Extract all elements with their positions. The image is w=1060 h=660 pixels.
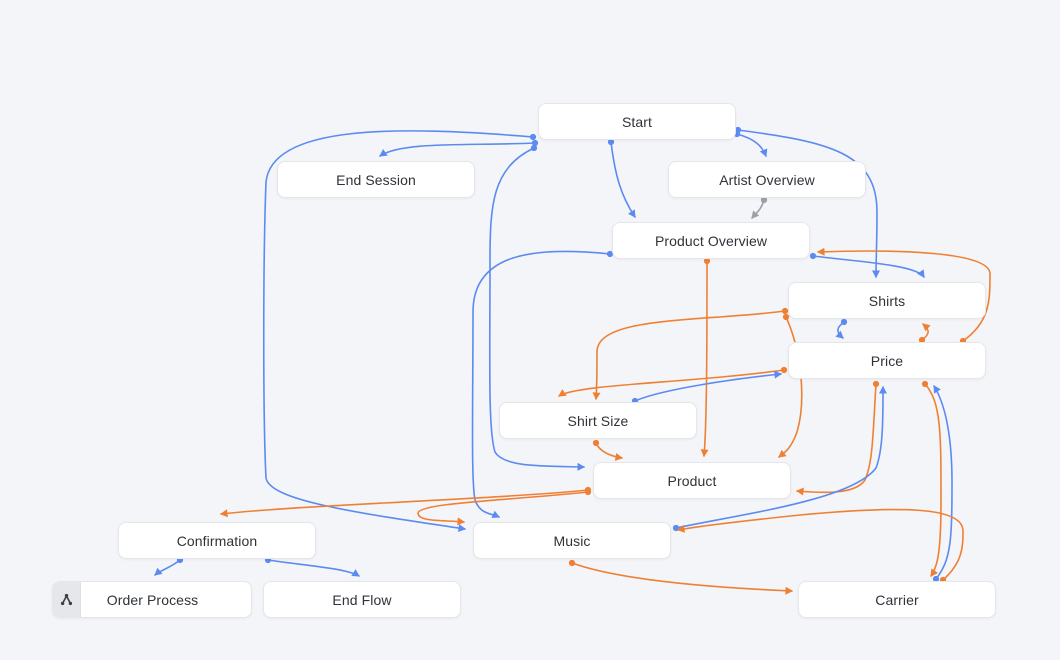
node-label: Music — [553, 532, 591, 549]
node-label: Start — [621, 113, 653, 130]
edge-price--shirt-size[interactable] — [558, 366, 788, 397]
edge-product--confirmation[interactable] — [220, 486, 592, 518]
edge-shirt-size--product[interactable] — [592, 439, 623, 461]
edge-carrier--music[interactable] — [677, 508, 964, 584]
edge-confirmation--order-process[interactable] — [154, 556, 184, 576]
edge-product-overview--product[interactable] — [700, 257, 711, 457]
node-product-overview[interactable]: Product Overview — [612, 222, 810, 259]
node-label: End Flow — [332, 591, 392, 608]
node-label: Product — [667, 472, 717, 489]
edge-price--product-overview[interactable] — [817, 247, 991, 345]
node-price[interactable]: Price — [788, 342, 986, 379]
edge-shirts--price[interactable] — [835, 318, 848, 339]
node-label: Price — [870, 352, 904, 369]
edge-shirts--product[interactable] — [778, 313, 803, 458]
node-label: Confirmation — [176, 532, 258, 549]
edge-shirt-size--price[interactable] — [631, 370, 782, 405]
node-music[interactable]: Music — [473, 522, 671, 559]
edge-price--shirts[interactable] — [918, 323, 931, 344]
edge-carrier--price[interactable] — [932, 385, 953, 583]
node-shirt-size[interactable]: Shirt Size — [499, 402, 697, 439]
edge-music--price[interactable] — [672, 386, 887, 532]
subflow-icon — [53, 582, 81, 617]
node-label: Carrier — [875, 591, 919, 608]
node-start[interactable]: Start — [538, 103, 736, 140]
edge-confirmation--end-flow[interactable] — [264, 556, 360, 577]
node-end-session[interactable]: End Session — [277, 161, 475, 198]
node-carrier[interactable]: Carrier — [798, 581, 996, 618]
edge-start--artist-overview[interactable] — [733, 130, 768, 157]
node-end-flow[interactable]: End Flow — [263, 581, 461, 618]
node-label: Shirts — [868, 292, 906, 309]
node-shirts[interactable]: Shirts — [788, 282, 986, 319]
edge-music--carrier[interactable] — [568, 559, 793, 595]
node-product[interactable]: Product — [593, 462, 791, 499]
edge-price--carrier[interactable] — [921, 380, 942, 577]
node-label: Order Process — [106, 591, 199, 608]
edge-product-overview--shirts[interactable] — [809, 252, 925, 278]
node-artist-overview[interactable]: Artist Overview — [668, 161, 866, 198]
edge-product-overview--music[interactable] — [471, 250, 614, 519]
node-label: Artist Overview — [719, 171, 815, 188]
node-confirmation[interactable]: Confirmation — [118, 522, 316, 559]
edge-product--music[interactable] — [417, 488, 592, 526]
node-label: Shirt Size — [567, 412, 629, 429]
node-label: Product Overview — [654, 232, 768, 249]
edge-artist-overview--product-overview[interactable] — [751, 196, 768, 219]
node-order-process[interactable]: Order Process — [52, 581, 252, 618]
edge-price--product[interactable] — [796, 380, 880, 496]
edge-start--product-overview[interactable] — [607, 138, 636, 218]
node-label: End Session — [336, 171, 416, 188]
edge-start--end-session[interactable] — [379, 139, 539, 157]
